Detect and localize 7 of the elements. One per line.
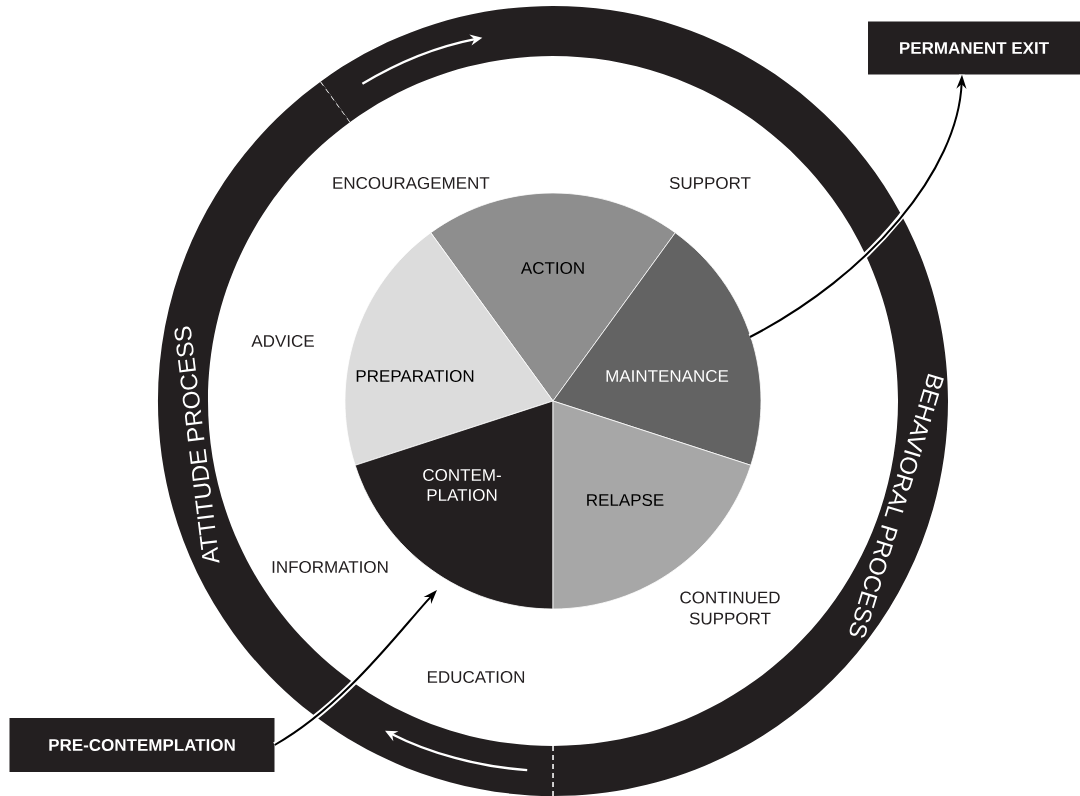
stage-label: ENCOURAGEMENT — [333, 177, 490, 189]
arrow — [273, 588, 440, 748]
stage-box: PRE-CONTEMPLATION — [9, 718, 275, 772]
stage-label: EDUCATION — [427, 671, 525, 683]
stage-label: ADVICE — [251, 335, 314, 347]
stage-label: SUPPORT — [669, 177, 751, 189]
stage-box: PERMANENT EXIT — [868, 21, 1080, 75]
